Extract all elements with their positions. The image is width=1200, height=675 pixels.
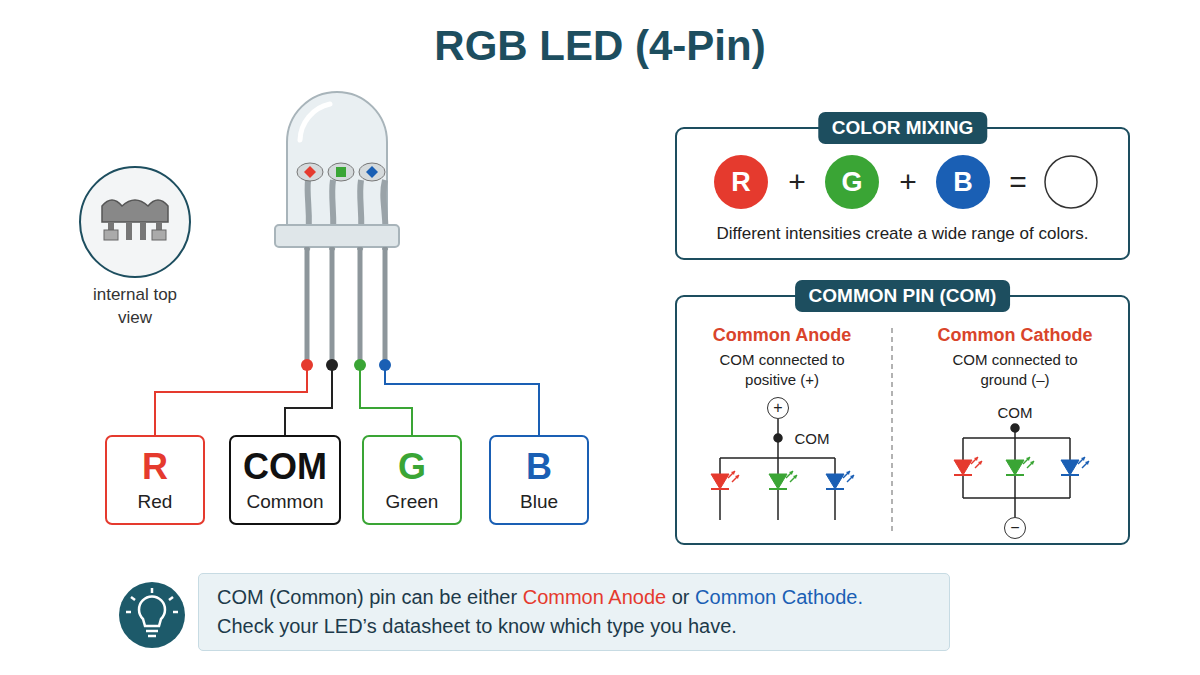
tip-text: Common Anode: [523, 586, 666, 608]
top-view-icon: [80, 167, 190, 277]
cathode-schematic: [963, 424, 1070, 517]
pin-wires: [155, 359, 539, 435]
label-text: Common Cathode: [938, 325, 1093, 346]
white-circle: [1045, 156, 1097, 208]
tip-text: Check your LED’s datasheet to know which…: [217, 612, 931, 641]
polarity-sign: +: [773, 400, 782, 416]
label-text: COM: [795, 430, 830, 447]
label-text: =: [1009, 165, 1027, 199]
panel-heading: COLOR MIXING: [818, 112, 987, 144]
pin-node: G Green: [362, 435, 462, 525]
color-letter: R: [731, 167, 751, 198]
label-text: COM: [998, 404, 1033, 421]
dot-node: G: [825, 155, 879, 209]
color-letter: G: [841, 167, 862, 198]
led-illustration: [275, 92, 399, 360]
tip-text: or: [672, 586, 690, 608]
pin-name: Red: [138, 491, 173, 513]
tip-node: COM (Common) pin can be either Common Ano…: [198, 573, 950, 651]
label-text: +: [899, 165, 917, 199]
divider: [891, 328, 893, 532]
pin-name: Green: [386, 491, 439, 513]
sign-node: +: [767, 397, 789, 419]
pin-name: Common: [246, 491, 323, 513]
bulb-icon: [119, 582, 185, 648]
pin-node: COM Common: [229, 435, 341, 525]
color-letter: B: [953, 167, 973, 198]
label-text: COM connected to positive (+): [697, 350, 867, 391]
pin-letter: B: [526, 447, 552, 487]
pin-letter: R: [142, 447, 168, 487]
tip-text: COM (Common) pin can be either: [217, 586, 517, 608]
dot-node: B: [936, 155, 990, 209]
pin-node: B Blue: [489, 435, 589, 525]
anode-schematic: [720, 419, 835, 520]
sign-node: −: [1004, 517, 1026, 539]
title: RGB LED (4-Pin): [0, 22, 1200, 70]
panel-heading: COMMON PIN (COM): [795, 280, 1011, 312]
panel-note: Different intensities create a wide rang…: [677, 224, 1128, 244]
label-text: internal top view: [80, 284, 190, 330]
polarity-sign: −: [1010, 520, 1019, 536]
dot-node: R: [714, 155, 768, 209]
tip-text: Common Cathode.: [695, 586, 863, 608]
label-text: Common Anode: [713, 325, 851, 346]
pin-node: R Red: [105, 435, 205, 525]
label-text: +: [788, 165, 806, 199]
label-text: COM connected to ground (–): [940, 350, 1090, 391]
pin-name: Blue: [520, 491, 558, 513]
pin-letter: G: [398, 447, 426, 487]
pin-letter: COM: [243, 447, 327, 487]
